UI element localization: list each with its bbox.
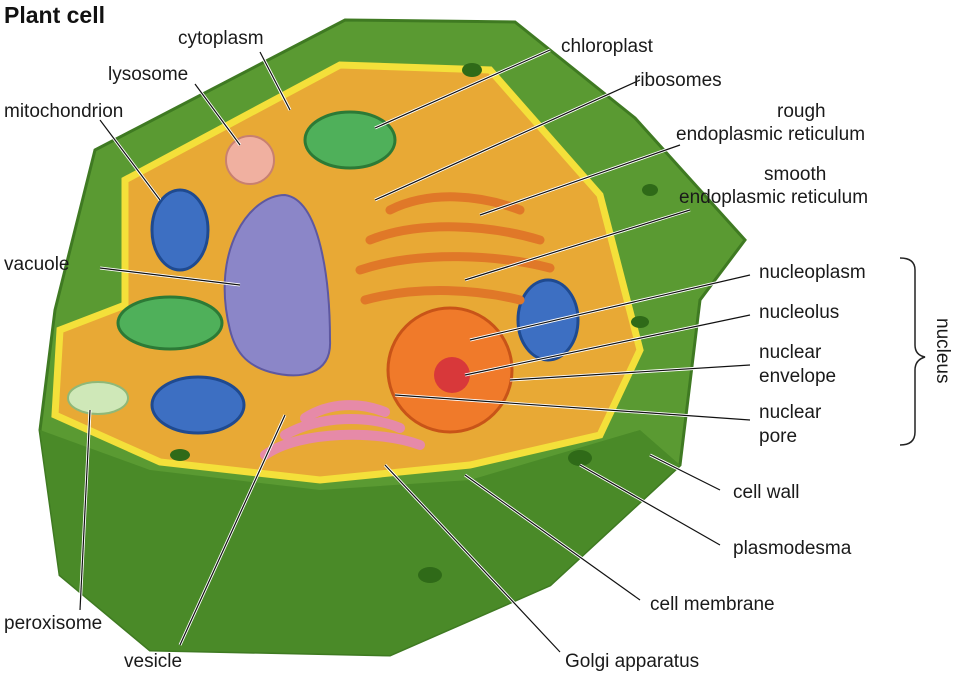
label-smooth-er-2: endoplasmic reticulum [679,187,869,208]
mitochondrion-shape [150,188,210,272]
label-cell-wall: cell wall [733,482,800,503]
chloroplast-shape-2 [116,295,224,351]
label-nuclear-pore-1: nuclear [759,402,822,423]
label-chloroplast: chloroplast [561,36,653,57]
label-mitochondrion: mitochondrion [4,101,124,122]
lysosome-shape [225,135,275,185]
vacuole-shape [223,193,332,377]
label-rough-er-2: endoplasmic reticulum [676,124,866,145]
label-smooth-er-1: smooth [764,164,827,185]
label-vesicle: vesicle [124,651,183,672]
label-nuclear-envelope-1: nuclear [759,342,822,363]
label-nucleoplasm: nucleoplasm [759,262,866,283]
golgi-shape [260,400,425,460]
label-ribosomes: ribosomes [634,70,722,91]
plasmodesmata [170,63,658,583]
label-nuclear-pore-2: pore [759,426,798,447]
label-plasmodesma: plasmodesma [733,538,852,559]
label-nuclear-envelope-2: envelope [759,366,837,387]
label-rough-er-1: rough [777,101,826,122]
diagram-title: Plant cell [4,2,105,28]
label-golgi-apparatus: Golgi apparatus [565,651,700,672]
nucleolus-shape [434,357,470,393]
leader-lines-outline [79,49,751,653]
label-cell-membrane: cell membrane [650,594,775,615]
nucleus-bracket [899,257,926,446]
peroxisome-shape [67,381,129,415]
label-lysosome: lysosome [108,64,189,85]
label-nucleus: nucleus [932,318,953,384]
label-cytoplasm: cytoplasm [178,28,264,49]
label-peroxisome: peroxisome [4,613,103,634]
mitochondrion-shape-3 [516,278,580,362]
chloroplast-shape [303,110,397,170]
mitochondrion-shape-2 [150,375,246,435]
label-nucleolus: nucleolus [759,302,840,323]
label-vacuole: vacuole [4,254,70,275]
